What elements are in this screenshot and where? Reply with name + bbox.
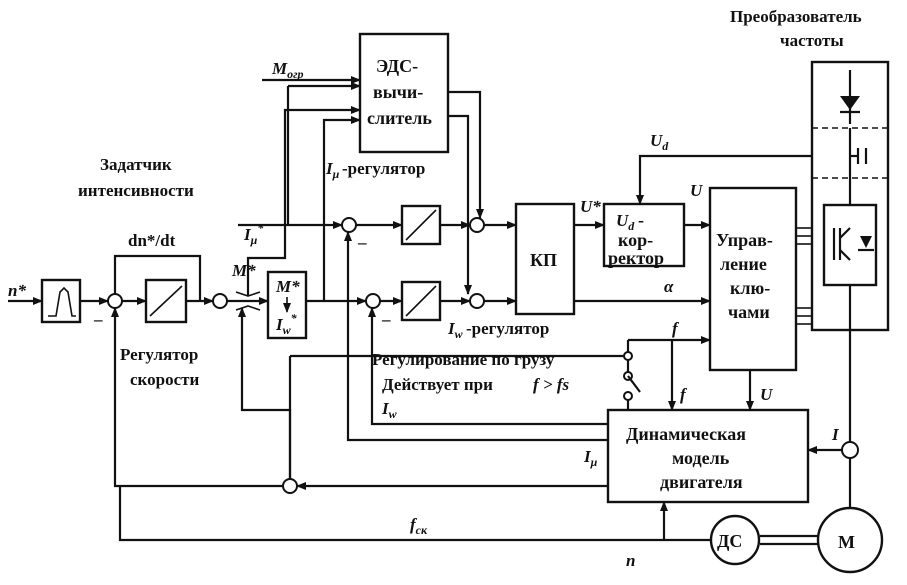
m-limit-feed [246,106,361,296]
key-control-line1: Управ- [716,230,773,250]
coordinate-converter-block [514,202,576,316]
angle-label: α [664,277,674,296]
model-line1: Динамическая [626,424,746,444]
speed-sensor-label: ДС [717,531,742,551]
ud-feedback [636,154,850,205]
frequency-condition: f > fs [533,375,570,394]
minus-sign-speed: – [93,310,103,329]
key-control-line3: клю- [730,278,770,298]
speed-regulator-label-line2: скорости [130,370,199,389]
imu-output-junction [469,217,485,233]
load-switch-contact-3 [623,391,633,401]
emf-block-line2: вычи- [373,82,423,102]
current-label: I [831,425,840,444]
speed-reference-label: n* [8,281,26,300]
iw-summing-junction [365,293,381,309]
speed-estimate-junction [282,478,298,494]
rectifier-diode-icon [840,70,860,124]
dn-dt-label: dn*/dt [128,231,176,250]
frequency-label: f [672,319,680,338]
dn-dt-path [113,254,202,301]
model-voltage-label: U [760,385,773,404]
emf-to-iw-junction [448,114,472,295]
voltage-label: U [690,181,703,200]
ud-corrector-line3: ректор [608,248,664,268]
torque-reference-label: M* [231,261,256,280]
emf-block-line1: ЭДС- [376,56,418,76]
torque-limit-label: Mогр [271,59,304,81]
load-regulation-label: Регулирование по грузу [372,350,555,369]
iw-feedback [368,307,608,426]
torque-to-current-block [266,270,308,340]
minus-sign-iw: – [381,310,391,329]
dynamic-motor-model-block [606,408,810,504]
key-control-line2: ление [720,254,767,274]
dc-capacitor-icon [848,128,868,178]
iw-regulator-label: -регулятор [466,319,549,338]
model-line3: двигателя [660,472,743,492]
iw-regulator-symbol: Iw [447,319,464,341]
igbt-transistor-icon [822,178,878,330]
iw-feedback-label: Iw [381,399,398,421]
iw-feedback-to-emf [322,116,361,300]
voltage-reference-label: U* [580,197,601,216]
speed-summing-junction [107,293,123,309]
current-sensor [841,441,859,459]
imu-regulator-symbol: Iμ [325,159,340,181]
key-control-block [708,186,798,372]
acts-when-label: Действует при [382,375,493,394]
slip-frequency-label: fск [410,515,428,537]
converter-title-line1: Преобразователь [730,7,862,26]
emf-to-imu-junction [448,90,484,219]
load-switch-contact-1 [623,351,633,361]
model-frequency-label: f [680,385,688,404]
converter-title-line2: частоты [780,31,844,50]
emf-calculator-block [358,32,450,154]
speed-feedback [111,307,283,488]
emf-block-line3: слитель [367,108,432,128]
ramp-title-line1: Задатчик [100,155,172,174]
speed-label: n [626,551,635,570]
key-control-line4: чами [728,302,770,322]
coordinate-converter-label: КП [530,250,557,270]
ud-corrector-block [602,202,686,268]
gate-outputs-top [796,227,812,245]
gate-outputs-bottom [796,307,812,325]
imu-feedback [344,231,608,442]
model-line2: модель [672,448,730,468]
speed-regulator-label-line1: Регулятор [120,345,198,364]
imu-summing-junction [341,217,357,233]
motor-symbol [816,506,884,574]
dc-voltage-label: Ud [650,131,669,153]
ud-corrector-line1: - [638,210,644,230]
motor-label: М [838,532,855,552]
ud-corrector-line2: кор- [618,230,653,250]
torque-block-m: M* [275,277,300,296]
ramp-shape-icon [48,286,76,317]
imu-feedback-label: Iμ [583,447,598,469]
ramp-title-line2: интенсивности [78,181,194,200]
torque-summing-junction [212,293,228,309]
regulator-slope-icon [149,285,183,317]
iw-output-junction [469,293,485,309]
imu-regulator-label: -регулятор [342,159,425,178]
minus-sign-imu: – [357,233,367,252]
